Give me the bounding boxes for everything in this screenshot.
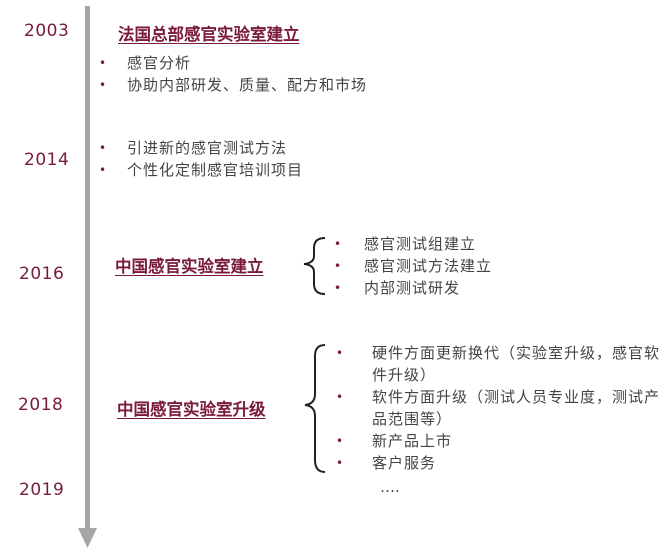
year-label-2016: 2016 <box>19 264 65 284</box>
bullet-icon: • <box>99 78 107 92</box>
timeline-arrow-head <box>78 528 97 548</box>
bullet-icon: • <box>336 390 344 404</box>
list-item: •新产品上市 <box>336 432 453 450</box>
year-label-2014: 2014 <box>24 150 70 170</box>
list-item: •软件方面升级（测试人员专业度，测试产品范围等） <box>336 388 661 428</box>
bullet-icon: • <box>99 163 107 177</box>
bullet-icon: • <box>99 56 107 70</box>
brace-2016 <box>303 237 326 295</box>
event-heading-2016: 中国感官实验室建立 <box>115 257 264 276</box>
list-item: •硬件方面更新换代（实验室升级，感官软件升级） <box>336 344 661 384</box>
list-item: •感官测试方法建立 <box>334 257 493 275</box>
timeline-axis-line <box>85 6 90 530</box>
bullet-icon: • <box>336 346 344 360</box>
bullet-icon: • <box>336 456 344 470</box>
bullet-icon: • <box>334 237 342 251</box>
list-item: •内部测试研发 <box>334 279 461 297</box>
event-heading-2018: 中国感官实验室升级 <box>117 400 266 419</box>
bullet-icon: • <box>334 259 342 273</box>
year-label-2019: 2019 <box>19 480 65 500</box>
event-items-2016: •感官测试组建立 •感官测试方法建立 •内部测试研发 <box>334 233 492 299</box>
list-item: •个性化定制感官培训项目 <box>99 161 304 179</box>
event-items-2014: •引进新的感官测试方法 •个性化定制感官培训项目 <box>99 137 303 181</box>
list-item: •协助内部研发、质量、配方和市场 <box>99 76 368 94</box>
list-item: •引进新的感官测试方法 <box>99 139 288 157</box>
list-item: •感官分析 <box>99 54 192 72</box>
list-item: •客户服务 <box>336 454 437 472</box>
event-items-2018: •硬件方面更新换代（实验室升级，感官软件升级） •软件方面升级（测试人员专业度，… <box>336 342 662 474</box>
bullet-icon: • <box>336 434 344 448</box>
continuation-ellipsis: …. <box>380 478 400 496</box>
list-item: •感官测试组建立 <box>334 235 477 253</box>
brace-2018 <box>304 344 326 473</box>
year-label-2003: 2003 <box>24 21 70 41</box>
bullet-icon: • <box>334 281 342 295</box>
event-heading-2003: 法国总部感官实验室建立 <box>118 25 300 44</box>
bullet-icon: • <box>99 141 107 155</box>
event-items-2003: •感官分析 •协助内部研发、质量、配方和市场 <box>99 52 367 96</box>
year-label-2018: 2018 <box>18 395 64 415</box>
